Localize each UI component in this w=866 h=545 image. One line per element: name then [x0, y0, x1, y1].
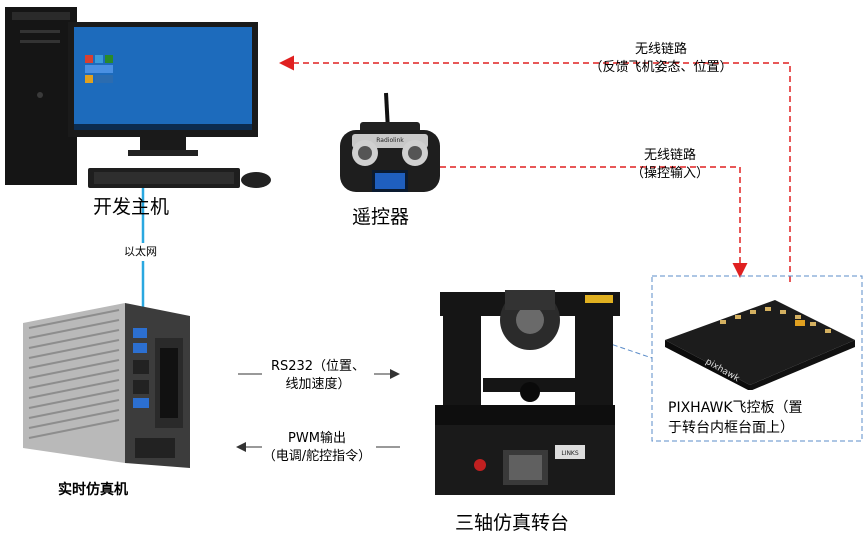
feedback-link-line1: 无线链路 [586, 41, 736, 59]
rs232-label-line1: RS232（位置、 [262, 358, 374, 376]
pixhawk-label-line1: PIXHAWK飞控板（置 [668, 398, 803, 418]
control-link-line [440, 167, 740, 275]
pwm-label-line1: PWM输出 [258, 430, 376, 448]
control-link-line2: （操控输入） [620, 165, 720, 183]
pwm-label-line2: （电调/舵控指令） [258, 448, 376, 466]
pixhawk-image: pixhawk [660, 295, 860, 390]
feedback-link-line2: （反馈飞机姿态、位置） [586, 59, 736, 77]
control-link-line1: 无线链路 [620, 147, 720, 165]
remote-label: 遥控器 [352, 208, 409, 226]
turntable-label: 三轴仿真转台 [455, 514, 569, 532]
rs232-label: RS232（位置、 线加速度） [262, 358, 374, 394]
turntable-image: LINKS [425, 280, 635, 500]
turntable-plate-text: LINKS [561, 450, 579, 457]
pwm-label: PWM输出 （电调/舵控指令） [258, 430, 376, 466]
feedback-link-label: 无线链路 （反馈飞机姿态、位置） [586, 41, 736, 77]
ethernet-label: 以太网 [124, 243, 157, 261]
rs232-label-line2: 线加速度） [262, 376, 374, 394]
control-link-label: 无线链路 （操控输入） [620, 147, 720, 183]
realtime-simulator-image [15, 298, 205, 473]
simulator-label: 实时仿真机 [58, 481, 128, 499]
remote-controller-image: Radiolink [330, 90, 450, 205]
pixhawk-label: PIXHAWK飞控板（置 于转台内框台面上） [668, 398, 803, 438]
pixhawk-label-line2: 于转台内框台面上） [668, 418, 803, 438]
host-label: 开发主机 [93, 198, 169, 216]
host-computer-image [0, 0, 280, 200]
remote-brand-text: Radiolink [376, 137, 404, 144]
